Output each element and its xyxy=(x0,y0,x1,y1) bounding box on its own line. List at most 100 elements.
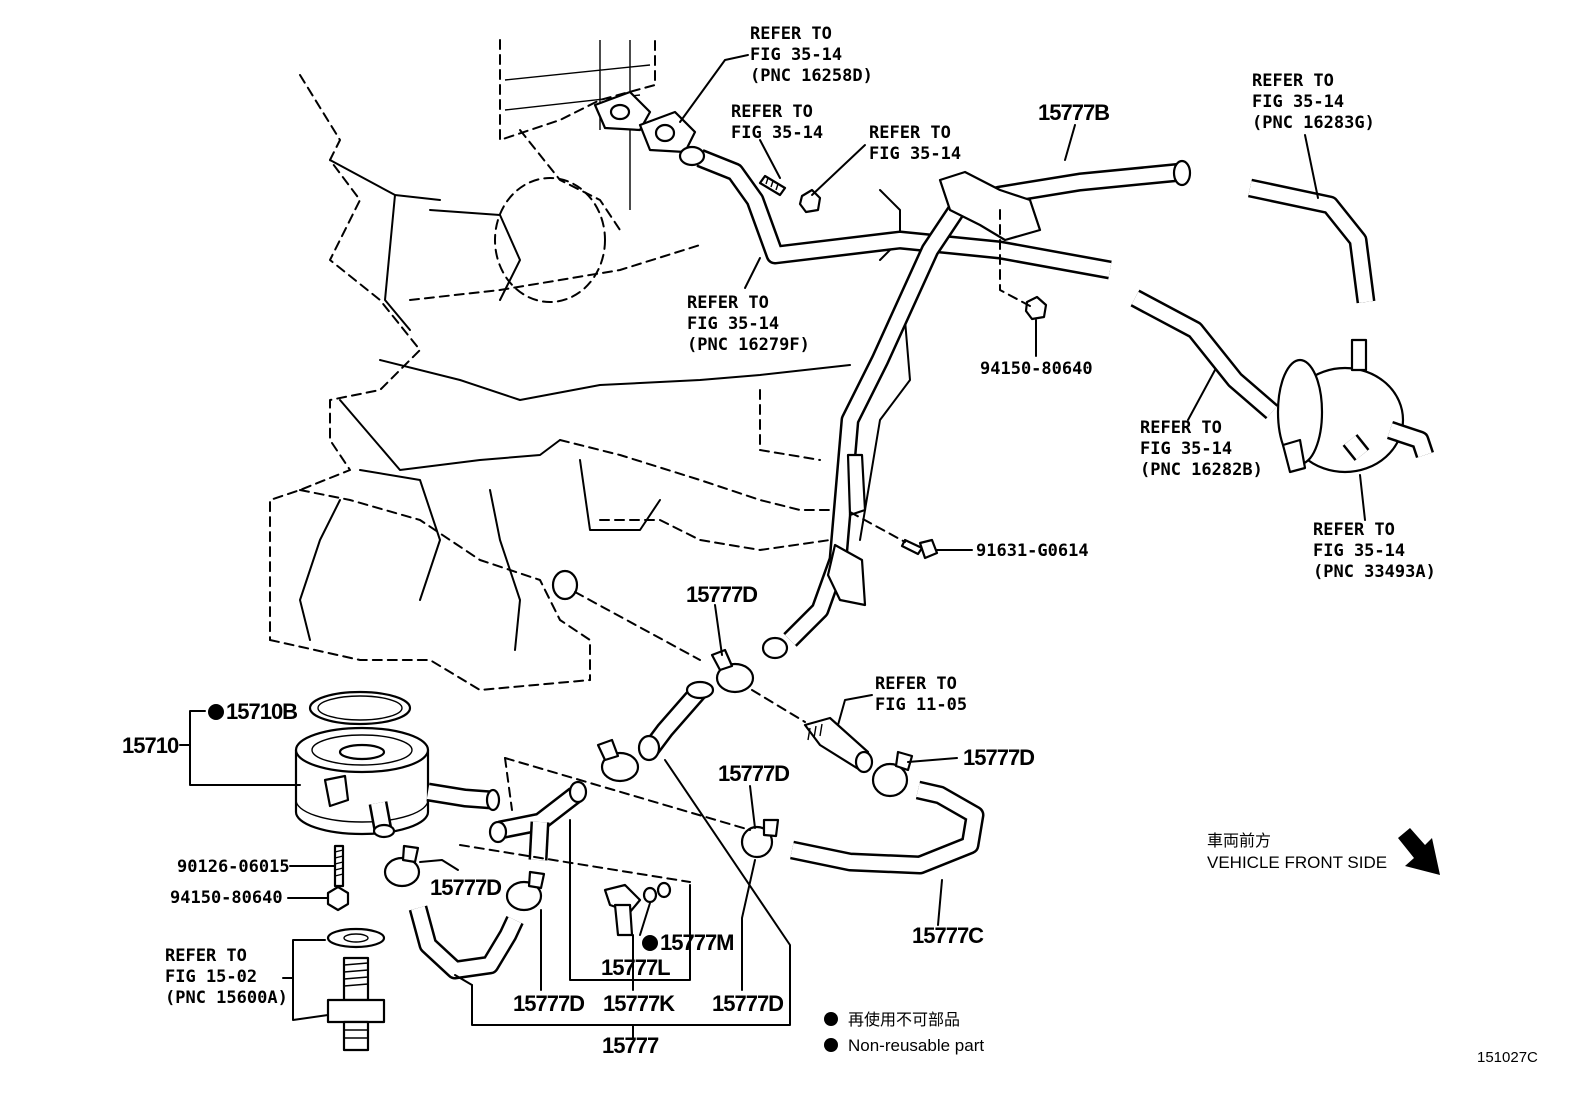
part-label-15777k: 15777K xyxy=(603,991,675,1016)
hose-fill xyxy=(1248,181,1373,303)
bolt-hole xyxy=(551,569,579,601)
hose-fill xyxy=(790,783,982,872)
hose-fill xyxy=(426,785,493,807)
ref-16279f-label: REFER TO FIG 35-14 (PNC 16279F) xyxy=(687,293,810,355)
svg-text:REFER TO: REFER TO xyxy=(1252,71,1334,91)
ref-nut-label: REFER TO FIG 35-14 xyxy=(869,123,961,164)
plug-15777l xyxy=(603,883,642,937)
hose-fill xyxy=(531,821,547,861)
part-label-94150-top: 94150-80640 xyxy=(980,359,1093,379)
hose-fill xyxy=(785,165,1183,645)
part-label-15710b: 15710B xyxy=(226,699,297,724)
svg-text:FIG 35-14: FIG 35-14 xyxy=(869,144,961,164)
clamp-15777d-4 xyxy=(871,750,914,798)
ref-16258d-label: REFER TO FIG 35-14 (PNC 16258D) xyxy=(750,24,873,86)
stud-90126 xyxy=(333,844,345,888)
vehicle-front-label-jp: 車両前方 xyxy=(1207,831,1271,850)
part-label-15777d-f: 15777D xyxy=(712,991,783,1016)
ref-1105-label: REFER TO FIG 11-05 xyxy=(875,674,967,715)
svg-text:REFER TO: REFER TO xyxy=(750,24,832,44)
svg-text:REFER TO: REFER TO xyxy=(869,123,951,143)
non-reusable-dot xyxy=(208,704,224,720)
svg-text:(PNC 15600A): (PNC 15600A) xyxy=(165,988,288,1008)
part-label-15777d-b: 15777D xyxy=(963,745,1034,770)
part-label-15777d-d: 15777D xyxy=(430,875,501,900)
svg-text:REFER TO: REFER TO xyxy=(731,102,813,122)
svg-text:REFER TO: REFER TO xyxy=(687,293,769,313)
svg-text:REFER TO: REFER TO xyxy=(1140,418,1222,438)
svg-text:FIG 11-05: FIG 11-05 xyxy=(875,695,967,715)
legend-dot-icon xyxy=(824,1038,838,1052)
ref-16282b-label: REFER TO FIG 35-14 (PNC 16282B) xyxy=(1140,418,1263,480)
vacuum-pump-33493a xyxy=(1276,338,1435,474)
svg-text:REFER TO: REFER TO xyxy=(165,946,247,966)
part-label-90126: 90126-06015 xyxy=(177,857,290,877)
clamp-15777d-2 xyxy=(596,738,640,783)
nut-94150 xyxy=(1024,295,1048,321)
washer-fitting-15600a xyxy=(326,927,386,1052)
part-label-15777d-a: 15777D xyxy=(686,582,757,607)
svg-text:FIG 35-14: FIG 35-14 xyxy=(1313,541,1405,561)
svg-text:(PNC 16282B): (PNC 16282B) xyxy=(1140,460,1263,480)
gasket-flange xyxy=(638,110,697,154)
engine-block-outline xyxy=(269,39,911,691)
hose-fill xyxy=(1387,423,1432,458)
hose-fill xyxy=(1344,435,1368,460)
svg-text:(PNC 16258D): (PNC 16258D) xyxy=(750,66,873,86)
gasket-15710b xyxy=(308,690,412,726)
gasket-16258d xyxy=(593,90,652,132)
clamp-15777d-1 xyxy=(710,648,755,694)
nut-94150-lower xyxy=(326,885,350,912)
hose-fill xyxy=(1131,291,1277,418)
part-label-15777d-c: 15777D xyxy=(718,761,789,786)
o-ring-15777m xyxy=(642,881,672,904)
part-label-15777b: 15777B xyxy=(1038,100,1109,125)
hose-fill xyxy=(411,906,522,977)
hose-fill xyxy=(697,151,1112,277)
hose-16283g xyxy=(1248,178,1376,304)
part-label-15777d-e: 15777D xyxy=(513,991,584,1016)
pipe-16279f xyxy=(678,145,1112,280)
fitting-11-05 xyxy=(803,716,874,774)
hose-15777-straight xyxy=(637,680,715,762)
clamp-15777d-3 xyxy=(740,818,780,859)
hose-u-15777 xyxy=(408,905,524,980)
oil-cooler-15710 xyxy=(294,726,501,839)
clamp-15777d-5 xyxy=(383,844,421,888)
bolt-91631 xyxy=(900,538,939,560)
assembly-lines xyxy=(459,209,1031,883)
hose-15777c xyxy=(790,780,985,875)
svg-text:FIG 15-02: FIG 15-02 xyxy=(165,967,257,987)
legend-dot-icon xyxy=(824,1012,838,1026)
part-label-15777l: 15777L xyxy=(601,955,670,980)
part-label-15777m: 15777M xyxy=(660,930,734,955)
t-piece-15777k xyxy=(488,780,588,861)
svg-text:FIG 35-14: FIG 35-14 xyxy=(1140,439,1232,459)
ref-33493a-label: REFER TO FIG 35-14 (PNC 33493A) xyxy=(1313,520,1436,582)
vehicle-front-label-en: VEHICLE FRONT SIDE xyxy=(1207,853,1387,872)
ref-15600a-label: REFER TO FIG 15-02 (PNC 15600A) xyxy=(165,946,288,1008)
ref-16283g-label: REFER TO FIG 35-14 (PNC 16283G) xyxy=(1252,71,1375,133)
part-label-91631: 91631-G0614 xyxy=(976,541,1089,561)
non-reusable-dot xyxy=(642,935,658,951)
clamp-15777d-6 xyxy=(505,870,546,912)
svg-text:FIG 35-14: FIG 35-14 xyxy=(687,314,779,334)
svg-text:(PNC 16283G): (PNC 16283G) xyxy=(1252,113,1375,133)
svg-text:FIG 35-14: FIG 35-14 xyxy=(750,45,842,65)
legend-label-jp: 再使用不可部品 xyxy=(848,1010,960,1029)
figure-id: 151027C xyxy=(1477,1049,1538,1066)
nut-top xyxy=(798,188,822,214)
svg-text:(PNC 33493A): (PNC 33493A) xyxy=(1313,562,1436,582)
part-label-15777: 15777 xyxy=(602,1033,659,1058)
svg-text:REFER TO: REFER TO xyxy=(1313,520,1395,540)
pipe-15777b xyxy=(761,159,1192,660)
part-label-15777c: 15777C xyxy=(912,923,984,948)
ref-bolt-label: REFER TO FIG 35-14 xyxy=(731,102,823,143)
legend-label-en: Non-reusable part xyxy=(848,1036,984,1055)
part-label-15710: 15710 xyxy=(122,733,179,758)
svg-text:REFER TO: REFER TO xyxy=(875,674,957,694)
svg-text:(PNC 16279F): (PNC 16279F) xyxy=(687,335,810,355)
vehicle-front-arrow-icon xyxy=(1398,828,1440,875)
part-label-94150-bottom: 94150-80640 xyxy=(170,888,283,908)
